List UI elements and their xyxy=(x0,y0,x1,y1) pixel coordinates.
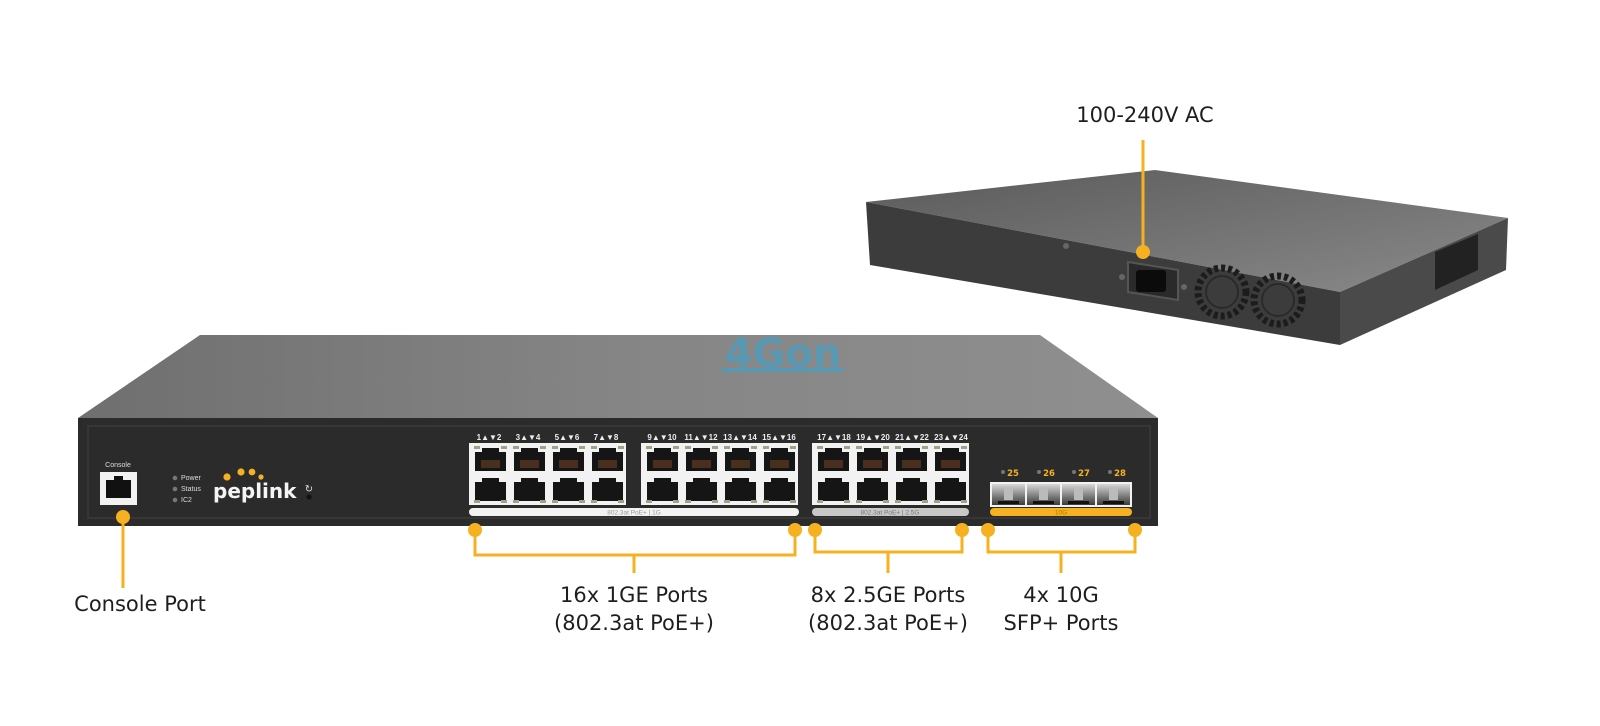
peplink-logo: peplink xyxy=(213,468,297,503)
rj45-port xyxy=(856,478,889,503)
bar-2-5g-label: 802.3at PoE+ | 2.5G xyxy=(861,510,920,517)
fan-2 xyxy=(1250,272,1306,328)
bar-10g xyxy=(990,508,1132,516)
rj45-port xyxy=(513,478,546,503)
rj45-port xyxy=(685,478,718,503)
callout-1ge-line2: (802.3at PoE+) xyxy=(554,611,714,635)
rj45-group-1 xyxy=(469,443,626,505)
rj45-port xyxy=(763,478,796,503)
sfp-ports xyxy=(990,482,1132,507)
sfp-cage xyxy=(1062,484,1095,505)
port-label: 11▲▼12 xyxy=(684,433,718,442)
sfp-label: 25 xyxy=(1007,469,1019,479)
rj45-port xyxy=(895,446,928,471)
port-label: 9▲▼10 xyxy=(647,433,677,442)
bar-1g-label: 802.3at PoE+ | 1G xyxy=(607,510,661,517)
bar-10g-label: 10G xyxy=(1055,510,1067,517)
callout-bracket-sfp xyxy=(986,530,1137,554)
callout-2-5ge: 8x 2.5GE Ports (802.3at PoE+) xyxy=(788,581,988,637)
sfp-cage xyxy=(1097,484,1130,505)
callout-2-5ge-line2: (802.3at PoE+) xyxy=(808,611,968,635)
rj45-port xyxy=(817,478,850,503)
rj45-port xyxy=(552,446,585,471)
port-label: 5▲▼6 xyxy=(555,433,580,442)
sfp-label: 28 xyxy=(1114,469,1126,479)
rj45-port xyxy=(934,478,967,503)
rj45-port xyxy=(724,446,757,471)
sfp-label: 27 xyxy=(1078,469,1090,479)
rj45-group-2 xyxy=(641,443,798,505)
rj45-port xyxy=(724,478,757,503)
port-label: 15▲▼16 xyxy=(762,433,796,442)
rear-top-surface xyxy=(866,170,1508,292)
rear-view-switch xyxy=(866,170,1508,345)
rj45-port xyxy=(591,478,624,503)
port-labels-group-1: 1▲▼2 3▲▼4 5▲▼6 7▲▼8 xyxy=(477,433,619,442)
callout-power-label: 100-240V AC xyxy=(1076,103,1214,127)
port-label: 21▲▼22 xyxy=(895,433,929,442)
callout-sfp-line2: SFP+ Ports xyxy=(1003,611,1119,635)
brand-name: peplink xyxy=(213,479,297,503)
callout-1ge-line1: 16x 1GE Ports xyxy=(560,583,708,607)
reset-button xyxy=(306,494,312,500)
console-label: Console xyxy=(105,462,131,469)
sfp-cage xyxy=(1027,484,1060,505)
callout-2-5ge-line1: 8x 2.5GE Ports xyxy=(810,583,966,607)
rj45-port xyxy=(646,446,679,471)
rj45-port xyxy=(474,446,507,471)
led-status xyxy=(172,486,178,492)
rj45-port xyxy=(763,446,796,471)
callout-dots xyxy=(116,245,1150,537)
rj45-port xyxy=(895,478,928,503)
rj45-port xyxy=(646,478,679,503)
rj45-group-3 xyxy=(812,443,969,505)
rj45-port xyxy=(513,446,546,471)
rj45-port xyxy=(817,446,850,471)
port-label: 13▲▼14 xyxy=(723,433,757,442)
callout-sfp-line1: 4x 10G xyxy=(1023,583,1099,607)
port-labels-group-3: 17▲▼18 19▲▼20 21▲▼22 23▲▼24 xyxy=(817,433,968,442)
port-label: 17▲▼18 xyxy=(817,433,851,442)
front-top-surface xyxy=(78,335,1158,418)
console-port xyxy=(100,472,137,505)
callout-console-label: Console Port xyxy=(74,592,206,616)
port-label: 1▲▼2 xyxy=(477,433,502,442)
port-label: 19▲▼20 xyxy=(856,433,890,442)
rj45-port xyxy=(934,446,967,471)
callout-bracket-2-5ge xyxy=(813,530,964,554)
port-labels-group-2: 9▲▼10 11▲▼12 13▲▼14 15▲▼16 xyxy=(647,433,796,442)
led-label-power: Power xyxy=(181,475,202,482)
led-label-status: Status xyxy=(181,486,201,493)
callout-power: 100-240V AC xyxy=(1060,101,1230,129)
fan-1 xyxy=(1194,264,1250,320)
port-label: 3▲▼4 xyxy=(516,433,541,442)
led-ic2 xyxy=(172,497,178,503)
callout-lines xyxy=(121,140,1145,588)
sfp-label: 26 xyxy=(1043,469,1055,479)
led-power xyxy=(172,475,178,481)
led-label-ic2: IC2 xyxy=(181,497,192,504)
reset-icon: ↻ xyxy=(305,484,313,495)
rj45-port xyxy=(552,478,585,503)
rj45-port xyxy=(591,446,624,471)
rj45-port-groups xyxy=(469,443,969,505)
rj45-port xyxy=(856,446,889,471)
bar-2-5g xyxy=(812,508,969,516)
port-label: 7▲▼8 xyxy=(594,433,619,442)
rj45-port xyxy=(685,446,718,471)
side-vents xyxy=(1435,234,1478,290)
callout-1ge: 16x 1GE Ports (802.3at PoE+) xyxy=(534,581,734,637)
callout-bracket-1ge xyxy=(473,530,797,557)
sfp-cage xyxy=(992,484,1025,505)
rear-panel xyxy=(866,202,1340,345)
callout-console: Console Port xyxy=(50,590,230,618)
sfp-labels: 25 26 27 28 xyxy=(1001,469,1126,479)
status-leds: Power Status IC2 xyxy=(172,475,202,504)
callout-sfp: 4x 10G SFP+ Ports xyxy=(991,581,1131,637)
bar-1g xyxy=(469,508,799,516)
port-label: 23▲▼24 xyxy=(934,433,968,442)
ac-power-socket xyxy=(1119,260,1187,302)
rj45-port xyxy=(474,478,507,503)
